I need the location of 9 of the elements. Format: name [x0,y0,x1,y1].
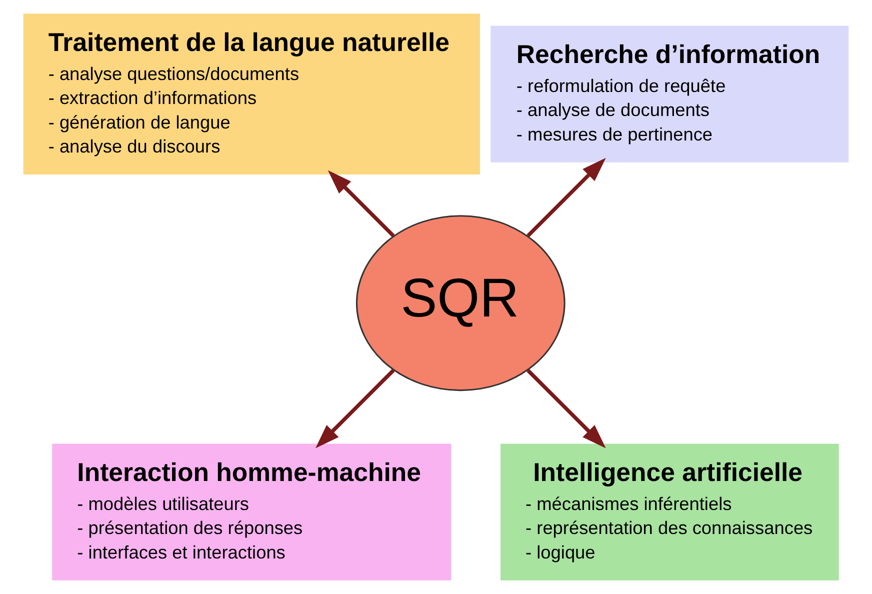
arrow [526,369,606,448]
node-box: Interaction homme-machine - modèles utilisateurs - présentation des réponses - interfaces et interactions [52,444,452,580]
node-ellipse: SQR [356,215,566,392]
node-box: Traitement de la langue naturelle - analyse questions/documents - extraction d’informations - génération de langue - analyse du discours [23,14,480,174]
node-box: Recherche d’information - reformulation de requête - analyse de documents - mesures de pertinence [490,26,849,162]
arrow [526,158,606,238]
arrow [328,170,395,238]
node-box: Intelligence artificielle - mécanismes inférentiels - représentation des connaissances - logique [500,444,839,580]
arrow [315,369,395,448]
